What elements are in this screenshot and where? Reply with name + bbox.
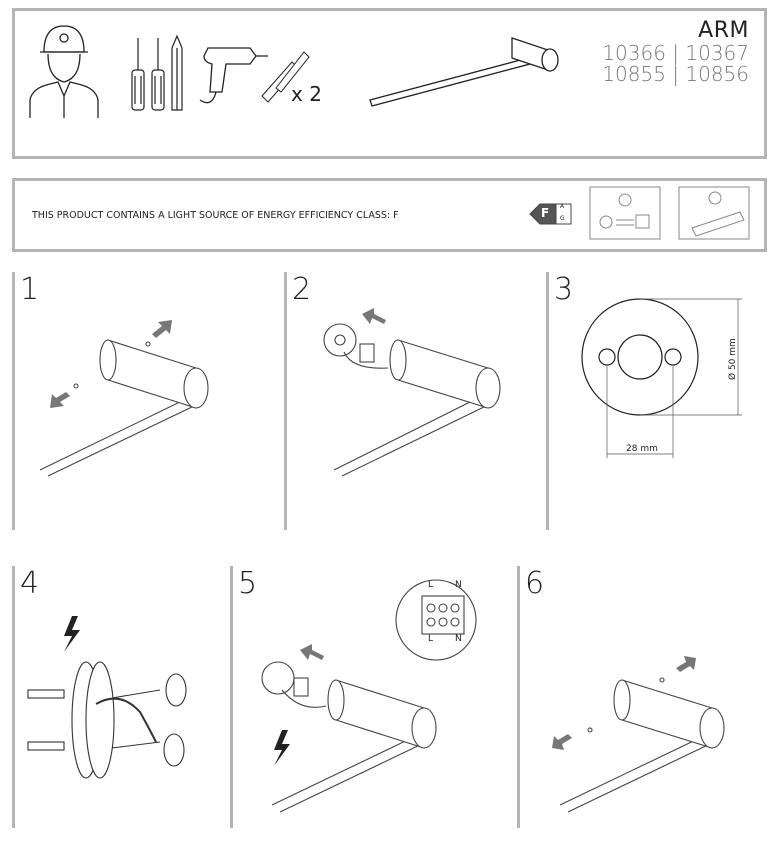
product-codes-line2: 10855 | 10856 <box>602 62 749 86</box>
step5-frame <box>230 566 233 828</box>
energy-class-label-icon <box>529 203 572 225</box>
screws-count: x 2 <box>291 82 322 106</box>
diameter-label: Ø 50 mm <box>728 338 738 380</box>
step1-number: 1 <box>20 272 40 307</box>
terminal-label-l-top: L <box>428 580 434 590</box>
professional-replacement-icon <box>678 186 750 240</box>
step2-number: 2 <box>292 272 312 307</box>
step3-dimensions <box>606 298 742 458</box>
step6-number: 6 <box>525 566 545 601</box>
step6-arrow-down-icon <box>676 656 696 672</box>
step3-number: 3 <box>554 272 574 307</box>
terminal-label-n-top: N <box>455 580 462 590</box>
screwdriver-icon <box>131 38 165 111</box>
step6-frame <box>517 566 520 828</box>
screw-plug-icon <box>261 51 310 103</box>
product-name: ARM <box>698 18 749 43</box>
step5-lightning-icon <box>274 730 290 766</box>
product-title-block: ARM 10366 | 10367 10855 | 10856 <box>602 18 749 85</box>
drill-icon <box>199 47 268 104</box>
step1-frame <box>12 272 15 530</box>
step4-wall-plate <box>27 661 187 779</box>
spacing-label: 28 mm <box>626 444 658 454</box>
step4-number: 4 <box>20 566 40 601</box>
installer-person-icon <box>29 25 99 118</box>
energy-panel <box>12 178 767 252</box>
step6-lamp <box>559 677 725 813</box>
step2-lamp <box>323 323 501 477</box>
step5-arrow-icon <box>300 644 324 660</box>
step1-arrow-up-icon <box>152 320 172 338</box>
terminal-label-n-bottom: N <box>455 634 462 644</box>
step3-mounting-plate <box>581 298 699 416</box>
step5-lamp <box>261 579 477 813</box>
arm-lamp-illustration <box>369 37 559 107</box>
step4-frame <box>12 566 15 828</box>
step2-frame <box>284 272 287 530</box>
step1-lamp <box>39 339 209 477</box>
product-codes-line1: 10366 | 10367 <box>602 41 749 65</box>
pencil-icon <box>171 34 183 111</box>
step4-lightning-icon <box>64 616 80 652</box>
step2-arrow-icon <box>362 308 386 324</box>
energy-class-letter: F <box>541 206 550 220</box>
replaceable-light-source-icon <box>589 186 661 240</box>
step3-frame <box>546 272 549 530</box>
terminal-label-l-bottom: L <box>428 634 434 644</box>
energy-scale-top: A <box>560 203 565 210</box>
step6-arrow-up-icon <box>552 734 572 750</box>
step5-number: 5 <box>238 566 258 601</box>
energy-statement: THIS PRODUCT CONTAINS A LIGHT SOURCE OF … <box>32 210 399 221</box>
step1-arrow-down-icon <box>50 392 70 408</box>
energy-scale-bottom: G <box>560 215 565 222</box>
header-panel <box>12 8 767 159</box>
